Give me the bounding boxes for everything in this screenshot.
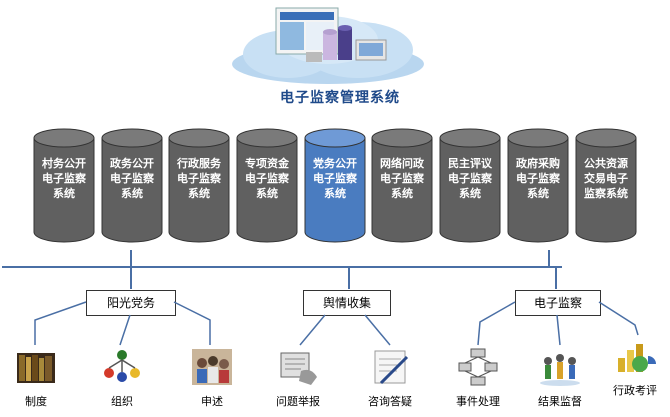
leaf-zuzhi: 组织	[92, 347, 152, 409]
cloud-icon	[232, 7, 424, 84]
system-cylinder: 村务公开电子监察系统	[33, 128, 95, 244]
category-yuqing-shouji: 舆情收集	[303, 290, 391, 316]
system-label: 网络问政电子监察系统	[380, 157, 424, 200]
report-hand-icon	[277, 347, 319, 387]
right-vertical-line	[548, 250, 550, 267]
cat1-drop	[130, 267, 132, 289]
system-cylinder: 公共资源交易电子监察系统	[575, 128, 637, 244]
leaf-label: 问题举报	[276, 395, 320, 408]
system-cylinder: 民主评议电子监察系统	[439, 128, 501, 244]
main-horizontal-line	[2, 266, 562, 268]
leaf-label: 制度	[25, 395, 47, 408]
category-yangguang-dangwu: 阳光党务	[86, 290, 176, 316]
books-icon	[15, 347, 57, 387]
category-dianzi-jiancha: 电子监察	[515, 290, 601, 316]
system-cylinder: 党务公开电子监察系统	[304, 128, 366, 244]
diagram-title: 电子监察管理系统	[280, 90, 400, 106]
workflow-icon	[457, 347, 499, 387]
leaf-label: 行政考评	[613, 384, 657, 397]
system-label: 公共资源交易电子监察系统	[584, 157, 628, 200]
system-cylinder: 行政服务电子监察系统	[168, 128, 230, 244]
leaf-shijian-chuli: 事件处理	[448, 347, 508, 409]
leaf-zhidu: 制度	[6, 347, 66, 409]
leaf-label: 申述	[201, 395, 223, 408]
system-cylinder: 政务公开电子监察系统	[101, 128, 163, 244]
pen-document-icon	[369, 347, 411, 387]
leaf-jieguo-jiandu: 结果监督	[530, 347, 590, 409]
system-cylinder: 网络问政电子监察系统	[371, 128, 433, 244]
chart-icon	[614, 336, 656, 376]
system-label: 政府采购电子监察系统	[516, 157, 560, 200]
leaf-label: 事件处理	[456, 395, 500, 408]
system-cylinder: 政府采购电子监察系统	[507, 128, 569, 244]
system-label: 行政服务电子监察系统	[177, 157, 221, 200]
cat3-drop	[555, 267, 557, 289]
leaf-xingzheng-kaoping: 行政考评	[605, 336, 665, 398]
system-label: 专项资金电子监察系统	[245, 157, 289, 200]
org-chart-icon	[101, 347, 143, 387]
system-label: 政务公开电子监察系统	[110, 157, 154, 200]
people-photo-icon	[191, 347, 233, 387]
left-vertical-line	[130, 250, 132, 267]
system-label: 村务公开电子监察系统	[42, 157, 86, 200]
leaf-zixun-dayi: 咨询答疑	[360, 347, 420, 409]
system-cylinder: 专项资金电子监察系统	[236, 128, 298, 244]
system-label: 党务公开电子监察系统	[313, 157, 357, 200]
people-group-icon	[539, 347, 581, 387]
leaf-label: 咨询答疑	[368, 395, 412, 408]
cat2-drop	[348, 267, 350, 289]
system-label: 民主评议电子监察系统	[448, 157, 492, 200]
leaf-label: 结果监督	[538, 395, 582, 408]
leaf-label: 组织	[111, 395, 133, 408]
leaf-wenti-jubao: 问题举报	[268, 347, 328, 409]
cloud-server-graphic	[228, 2, 426, 88]
leaf-shenshu: 申述	[182, 347, 242, 409]
